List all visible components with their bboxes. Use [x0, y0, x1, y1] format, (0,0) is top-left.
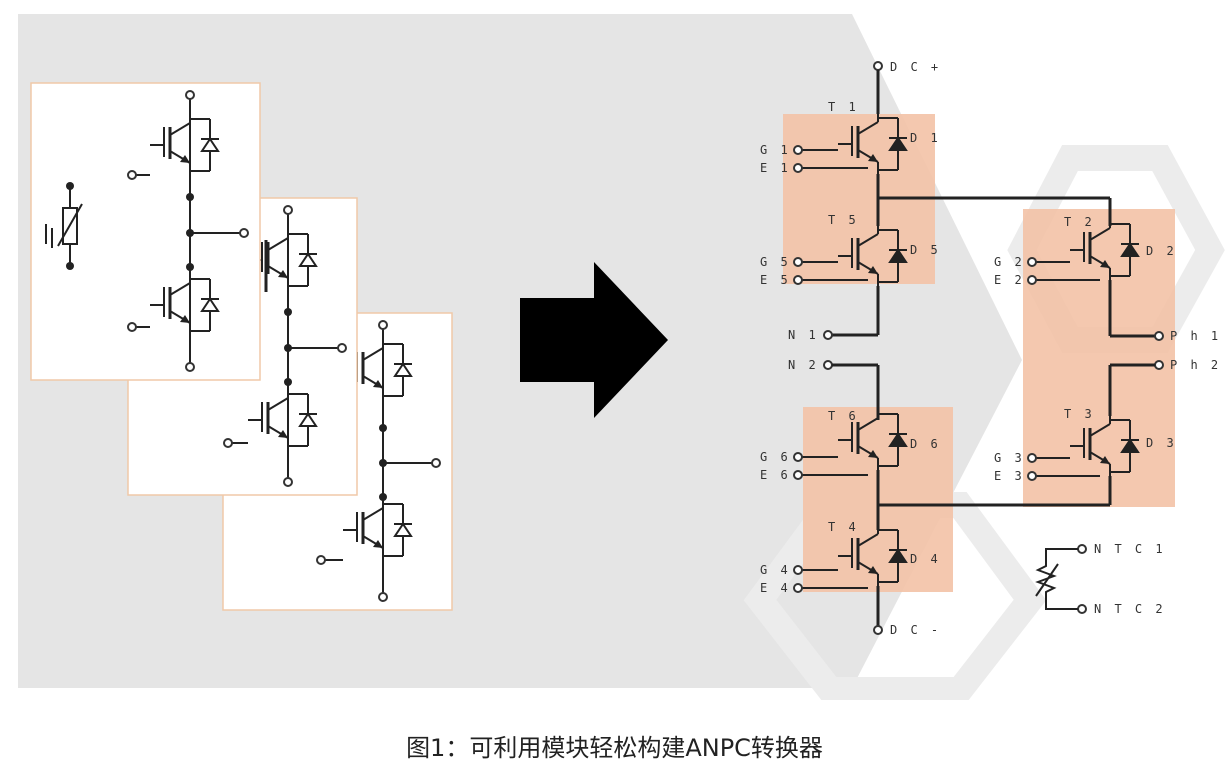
label-g1: G 1 [760, 143, 791, 157]
label-d3: D 3 [1146, 436, 1177, 450]
label-d4: D 4 [910, 552, 941, 566]
label-ph1: P h 1 [1170, 329, 1221, 343]
label-g3: G 3 [994, 451, 1025, 465]
label-t3: T 3 [1064, 407, 1095, 421]
anpc-circuit: D C + D C - T 1 T 5 T 6 T 4 T 2 T 3 D 1 … [760, 60, 1221, 637]
label-d2: D 2 [1146, 244, 1177, 258]
label-t4: T 4 [828, 520, 859, 534]
label-e3: E 3 [994, 469, 1025, 483]
label-e4: E 4 [760, 581, 791, 595]
label-n1: N 1 [788, 328, 819, 342]
label-dc-minus: D C - [890, 623, 941, 637]
label-ph2: P h 2 [1170, 358, 1221, 372]
anpc-figure: D C + D C - T 1 T 5 T 6 T 4 T 2 T 3 D 1 … [18, 14, 1225, 700]
thermistor-symbol [45, 182, 83, 270]
label-e2: E 2 [994, 273, 1025, 287]
label-ntc1: N T C 1 [1094, 542, 1166, 556]
label-t6: T 6 [828, 409, 859, 423]
label-t5: T 5 [828, 213, 859, 227]
label-e1: E 1 [760, 161, 791, 175]
label-d1: D 1 [910, 131, 941, 145]
label-g5: G 5 [760, 255, 791, 269]
label-t1: T 1 [828, 100, 859, 114]
label-t2: T 2 [1064, 215, 1095, 229]
label-n2: N 2 [788, 358, 819, 372]
label-d6: D 6 [910, 437, 941, 451]
label-g4: G 4 [760, 563, 791, 577]
label-ntc2: N T C 2 [1094, 602, 1166, 616]
label-d5: D 5 [910, 243, 941, 257]
module-card-1 [30, 82, 261, 381]
ntc-thermistor [1035, 544, 1087, 614]
arrow-right-icon [520, 262, 668, 418]
label-g6: G 6 [760, 450, 791, 464]
label-g2: G 2 [994, 255, 1025, 269]
label-e5: E 5 [760, 273, 791, 287]
label-e6: E 6 [760, 468, 791, 482]
label-dc-plus: D C + [890, 60, 941, 74]
figure-caption: 图1：可利用模块轻松构建ANPC转换器 [406, 734, 823, 762]
